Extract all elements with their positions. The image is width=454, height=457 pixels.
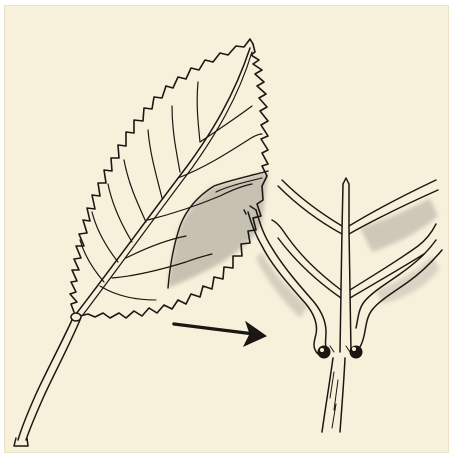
leaf-vein xyxy=(178,134,262,178)
detail-shadow xyxy=(360,198,438,252)
leaf-petiole xyxy=(18,320,72,440)
leaf-petiole-inner xyxy=(26,320,80,440)
leaf-vein xyxy=(100,286,156,300)
detail-gall-right xyxy=(350,346,362,358)
detail-vein-tip xyxy=(343,178,349,184)
detail-vein-upper-left xyxy=(278,186,342,234)
leaf-vein xyxy=(92,212,118,262)
leaf-curl-shadow xyxy=(168,171,268,288)
detail-vein-upper-left xyxy=(282,180,342,226)
detail-gall-left-hi xyxy=(320,348,324,352)
detail-vein-mid-left xyxy=(272,220,341,290)
vein-junction-detail-icon xyxy=(244,178,442,432)
leaf-vein xyxy=(197,82,200,142)
detail-stem-hatching xyxy=(330,372,338,428)
detail-gall-left xyxy=(318,346,330,358)
detail-gall-right-hi xyxy=(352,347,356,351)
arrow-shaft xyxy=(174,324,254,334)
leaf-vein xyxy=(148,130,162,198)
detail-lower-stem xyxy=(322,358,333,432)
leaf-vein xyxy=(172,106,180,172)
detail-lower-stem xyxy=(340,358,345,432)
detail-main-vein xyxy=(340,184,343,352)
leaf-vein xyxy=(200,106,252,142)
arrow-right-icon xyxy=(174,322,266,346)
leaf-left-margin xyxy=(70,39,253,312)
leaf-icon xyxy=(14,39,268,446)
detail-main-vein xyxy=(349,184,351,352)
leaf-vein xyxy=(108,184,132,242)
leaf-vein xyxy=(124,160,146,222)
